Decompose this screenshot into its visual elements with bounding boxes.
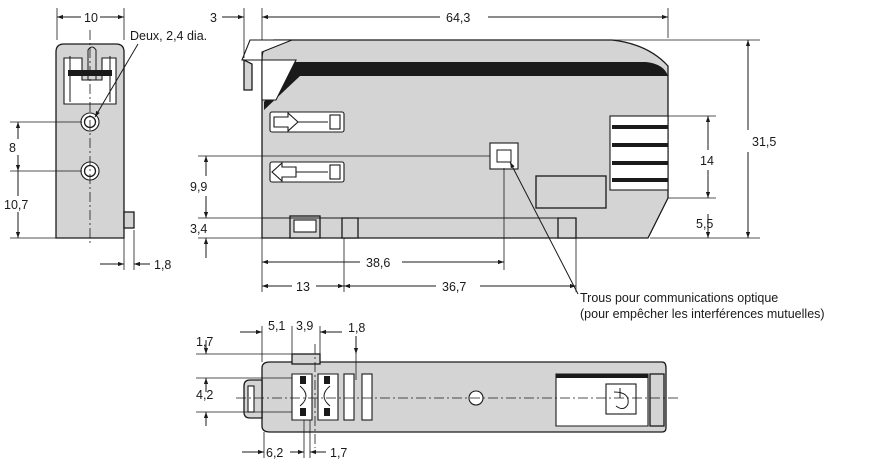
dim-bot-6-2: 6,2 [266,446,283,460]
dim-bot-5-1: 5,1 [268,319,285,333]
dim-bot-1-7-bottom: 1,7 [330,446,347,460]
main-view [241,39,669,239]
dim-bot-1-8: 1,8 [348,321,365,335]
left-hole-callout: Deux, 2,4 dia. [94,29,207,118]
dim-top-3: 3 [210,11,217,25]
dim-mid-3-4: 3,4 [190,222,207,236]
dim-mid-13: 13 [296,280,310,294]
annotation-line2: (pour empêcher les interférences mutuell… [580,307,825,321]
dim-mid-38-6: 38,6 [366,256,390,270]
dim-right-14: 14 [700,154,714,168]
dim-top-64-3: 64,3 [446,11,470,25]
dim-left-10-7: 10,7 [4,198,28,212]
dim-hole-label: Deux, 2,4 dia. [130,29,207,43]
left-dim-width: 10 [56,8,125,40]
dim-right-31-5: 31,5 [752,135,776,149]
main-dim-top: 3 64,3 [210,8,669,58]
dim-right-5-5: 5,5 [696,217,713,231]
bottom-dims: 5,1 3,9 1,8 1,7 4,2 6,2 1,7 [196,319,365,460]
left-dim-10-7: 10,7 [4,171,56,239]
optical-hole-callout: Trous pour communications optique (pour … [509,161,825,321]
dim-left-8: 8 [9,141,16,155]
dim-bot-1-7-left: 1,7 [196,335,213,349]
main-dim-bottom: 38,6 13 36,7 [261,168,577,294]
side-view-left [55,30,135,245]
main-dim-right: 31,5 14 5,5 [612,39,776,239]
dim-left-1-8: 1,8 [154,258,171,272]
bottom-view [236,344,680,448]
dim-bot-3-9: 3,9 [296,319,313,333]
left-dim-8: 8 [6,121,82,172]
dim-mid-36-7: 36,7 [442,280,466,294]
dim-left-10: 10 [84,11,98,25]
dim-mid-9-9: 9,9 [190,180,207,194]
left-dim-1-8: 1,8 [100,230,171,272]
annotation-line1: Trous pour communications optique [580,291,778,305]
dim-bot-4-2: 4,2 [196,388,213,402]
optical-hole [489,142,519,170]
main-dim-left: 9,9 3,4 [190,155,490,258]
